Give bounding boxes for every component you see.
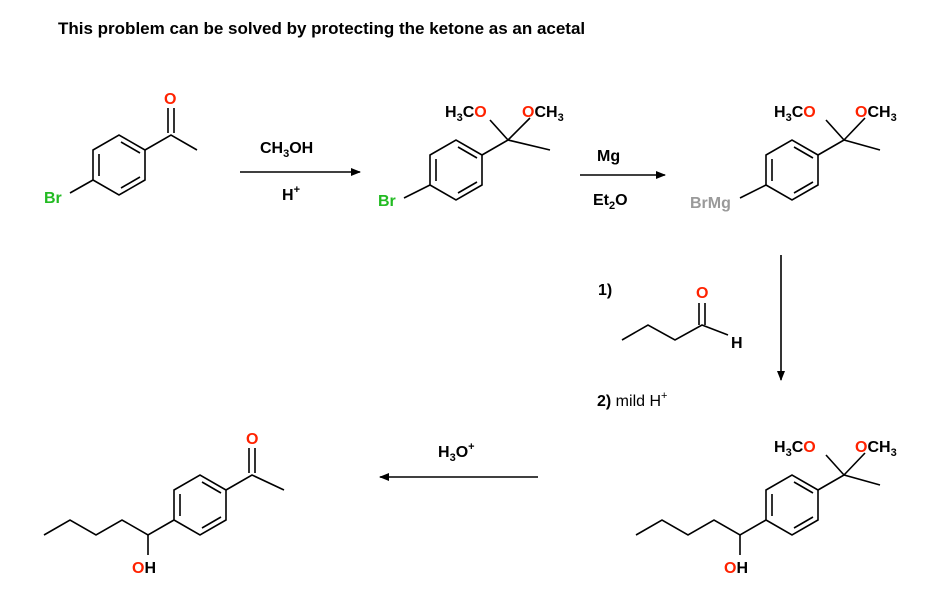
- ring-inner-bonds: [435, 146, 478, 194]
- hydroxyl-label: OH: [132, 560, 156, 577]
- bromomagnesium-label: BrMg: [690, 195, 731, 212]
- molecule-grignard-reagent: [739, 117, 881, 201]
- methoxy-label-right: OCH3: [522, 104, 564, 124]
- methoxy-label-left: H3CO: [445, 104, 487, 124]
- methoxy-label-right: OCH3: [855, 439, 897, 459]
- acetal-bonds: [481, 117, 551, 156]
- c-br-bond: [403, 184, 431, 199]
- step-1-label: 1): [598, 282, 612, 299]
- butanal-chain: [621, 324, 729, 341]
- acetyl-bonds: [144, 108, 198, 151]
- molecule-hydroxy-ketone: [43, 448, 285, 555]
- molecule-butanal: [621, 303, 729, 341]
- acetal-bonds: [817, 117, 881, 156]
- molecule-dimethyl-acetal: [403, 117, 551, 201]
- c-br-bond: [69, 179, 94, 194]
- ring-inner-bonds: [771, 481, 814, 529]
- aldehyde-hydrogen-label: H: [731, 335, 743, 352]
- reagent-methanol: CH3OH: [260, 140, 313, 160]
- c-mg-bond: [739, 184, 767, 199]
- benzene-ring: [765, 139, 819, 201]
- alkyl-chain: [43, 519, 175, 536]
- ring-inner-bonds: [98, 141, 141, 189]
- acetal-bonds: [817, 452, 881, 491]
- alkyl-chain: [635, 519, 767, 536]
- reagent-ether: Et2O: [593, 192, 628, 212]
- molecule-protected-alcohol: [635, 452, 881, 555]
- ring-inner-bonds: [771, 146, 814, 194]
- benzene-ring: [92, 134, 146, 196]
- methoxy-label-right: OCH3: [855, 104, 897, 124]
- ring-inner-bonds: [179, 481, 222, 529]
- carbonyl-oxygen-label: O: [164, 91, 176, 108]
- benzene-ring: [173, 474, 227, 536]
- methoxy-label-left: H3CO: [774, 439, 816, 459]
- molecule-4-bromoacetophenone: [69, 108, 198, 196]
- aldehyde-carbonyl: [698, 303, 706, 325]
- reagent-magnesium: Mg: [597, 148, 620, 165]
- reagent-acid: H+: [282, 184, 300, 204]
- bromine-label: Br: [44, 190, 62, 207]
- page-title: This problem can be solved by protecting…: [58, 19, 586, 38]
- reagent-hydronium: H3O+: [438, 441, 475, 464]
- methoxy-label-left: H3CO: [774, 104, 816, 124]
- bromine-label: Br: [378, 193, 396, 210]
- aldehyde-oxygen-label: O: [696, 285, 708, 302]
- hydroxyl-label: OH: [724, 560, 748, 577]
- benzene-ring: [429, 139, 483, 201]
- benzene-ring: [765, 474, 819, 536]
- carbonyl-oxygen-label: O: [246, 431, 258, 448]
- step-2-conditions: 2) mild H+: [597, 390, 667, 410]
- acetyl-bonds: [225, 448, 285, 491]
